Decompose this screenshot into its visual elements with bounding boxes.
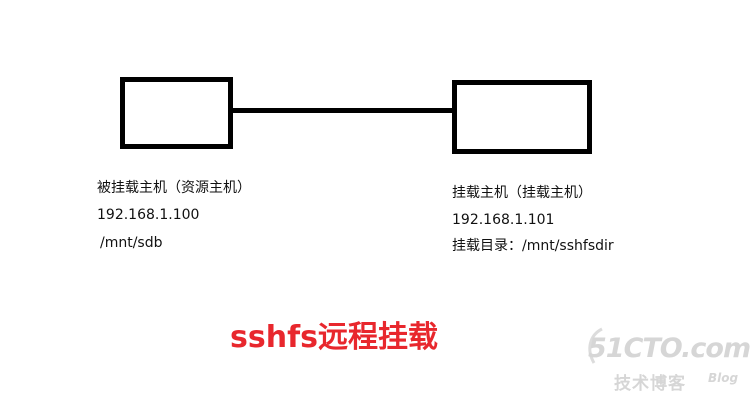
connection-line (233, 108, 452, 113)
source-host-ip: 192.168.1.100 (97, 207, 200, 223)
mount-host-path: 挂载目录：/mnt/sshfsdir (452, 238, 614, 254)
watermark-main-text: 51CTO.com (588, 333, 751, 364)
source-host-box (120, 77, 233, 149)
watermark-blog-text: Blog (708, 371, 739, 385)
source-host-path: /mnt/sdb (100, 235, 163, 251)
watermark-sub-text: 技术博客 (614, 374, 686, 394)
mount-host-ip: 192.168.1.101 (452, 212, 555, 228)
watermark-arc-icon (588, 327, 603, 364)
source-host-title: 被挂载主机（资源主机） (97, 180, 251, 196)
site-watermark: 51CTO.com 技术博客 Blog (588, 327, 751, 394)
diagram-caption: sshfs远程挂载 (230, 320, 438, 355)
mount-host-title: 挂载主机（挂载主机） (452, 185, 592, 201)
mount-host-box (452, 80, 592, 154)
